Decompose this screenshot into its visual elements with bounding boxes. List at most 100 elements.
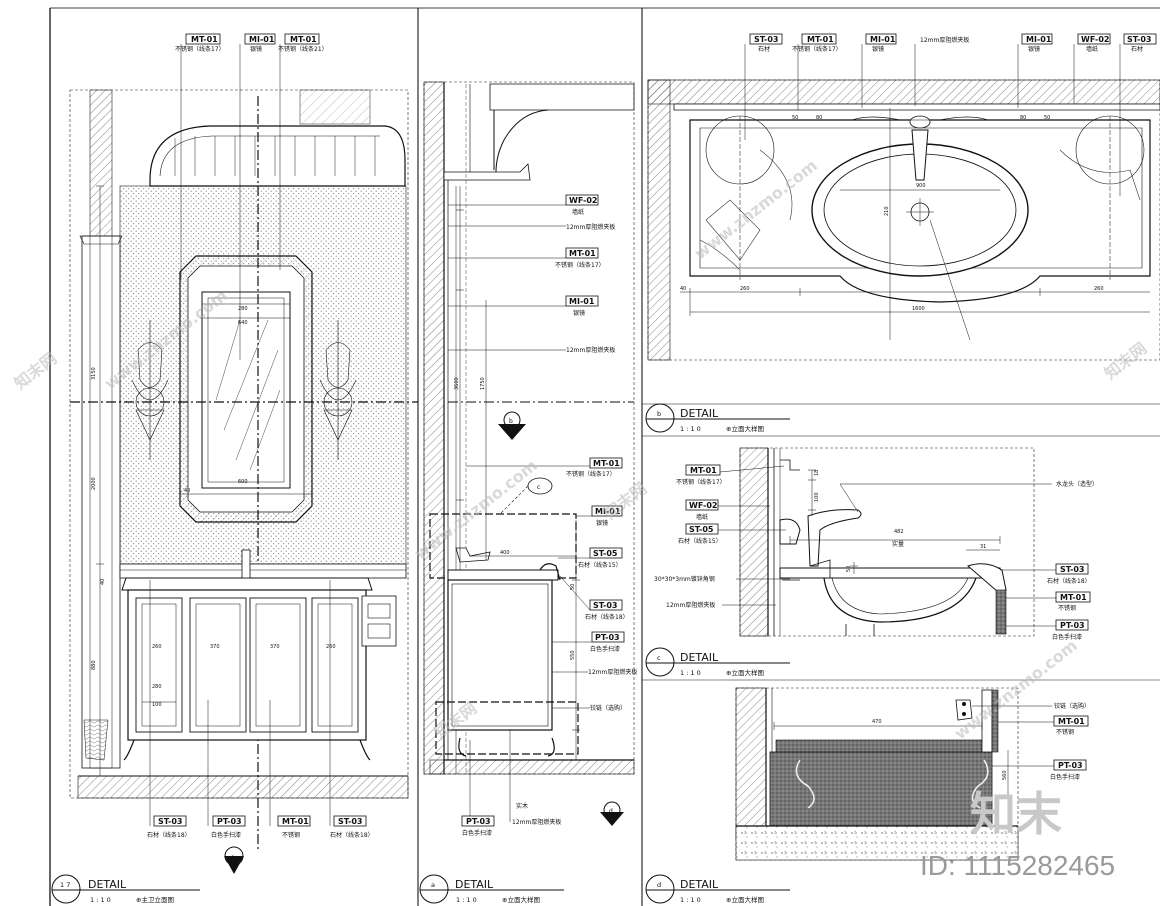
dim-260-a: 260 <box>152 644 162 650</box>
note-ss17: 不锈钢（线条17） <box>676 478 726 486</box>
callout-st03-b-right: ST-03 石材 <box>1119 33 1157 196</box>
title-scale: 1 : 1 0 <box>680 425 701 433</box>
note-ss: 不锈钢 <box>1056 728 1074 736</box>
note-paint-white: 白色手扫漆 <box>590 645 620 653</box>
note-silver-mirror: 银镜 <box>596 519 608 527</box>
title-word: DETAIL <box>680 407 719 420</box>
dim-400: 400 <box>500 550 510 556</box>
title-name: ⊕立面大样图 <box>502 895 540 904</box>
callout-wf02-b: WF-02 墙纸 <box>1073 33 1111 104</box>
dim-260-b: 260 <box>326 644 336 650</box>
callout-mt01-a: MT-01 不锈钢（线条17） <box>448 247 605 269</box>
section-marker-d: d <box>600 801 624 826</box>
section-marker-b: b <box>498 411 526 440</box>
dim-482: 482 <box>894 529 904 535</box>
title-section-a: a DETAIL 1 : 1 0 ⊕立面大样图 <box>419 874 564 904</box>
tag-mt01: MT-01 <box>290 35 317 44</box>
note-faucet: 水龙头（造型） <box>1056 480 1098 488</box>
callout-mi01-b2: MI-01 银镜 <box>1017 33 1053 108</box>
callout-mt01-c: MT-01 不锈钢（线条17） <box>676 464 785 486</box>
title-num: c <box>657 654 661 662</box>
callout-pt03-a: PT-03 白色手扫漆 12mm厚阻燃夹板 铰链（选购） <box>552 631 637 712</box>
note-hinge: 铰链（选购） <box>590 704 626 712</box>
marker-c-label: c <box>537 484 540 491</box>
note-stone18: 石材（线条18） <box>585 613 629 621</box>
note-stone15: 石材（线条15） <box>578 561 622 569</box>
note-paint-white: 白色手扫漆 <box>1050 773 1080 781</box>
dim-1600: 1600 <box>912 306 925 312</box>
note-stone: 石材 <box>1131 45 1143 53</box>
note-paint-white: 白色手扫漆 <box>1052 633 1082 641</box>
title-word: DETAIL <box>680 878 719 891</box>
title-section-b: b DETAIL 1 : 1 0 ⊕立面大样图 <box>642 403 1160 437</box>
callout-board-b: 12mm厚阻燃夹板 <box>914 36 969 106</box>
dim-40-side: 40 <box>100 579 106 585</box>
tag-wf02: WF-02 <box>569 196 598 205</box>
callout-pt03-a-bottom: PT-03 白色手扫漆 实木 12mm厚阻燃夹板 <box>461 730 561 837</box>
callout-pt03-c: PT-03 白色手扫漆 <box>1006 619 1089 641</box>
tag-pt03: PT-03 <box>217 817 242 826</box>
section-a-view: 3600 1750 400 550 50 WF-02 墙纸 12mm厚阻燃夹板 … <box>419 81 637 904</box>
note-board12: 12mm厚阻燃夹板 <box>566 346 615 354</box>
dim-210: 210 <box>884 206 890 216</box>
callout-mt01-bottom: MT-01 不锈钢 <box>269 700 311 839</box>
watermark-id: ID: 1115282465 <box>920 850 1115 881</box>
tag-mt01: MT-01 <box>593 459 620 468</box>
tag-mi01: MI-01 <box>249 35 275 44</box>
dim-280-leg: 280 <box>152 684 162 690</box>
callout-mt01-left: MT-01 不锈钢（线条17） <box>175 33 225 280</box>
title-num: a <box>431 881 435 889</box>
tag-st03: ST-03 <box>754 35 779 44</box>
dim-900: 900 <box>916 183 926 189</box>
note-stone: 石材 <box>758 45 770 53</box>
dim-280: 280 <box>238 306 248 312</box>
tag-mt01: MT-01 <box>1058 717 1085 726</box>
tag-st05: ST-05 <box>689 525 714 534</box>
callout-mi01-a2: MI-01 银镜 <box>576 505 623 527</box>
watermark-brand: 知末网 <box>1101 339 1151 384</box>
callout-mt01-right: MT-01 不锈钢（线条21） <box>278 33 328 270</box>
callout-st03-a: ST-03 石材（线条18） <box>559 575 629 621</box>
dim-600: 600 <box>238 479 248 485</box>
tag-mi01: MI-01 <box>569 297 595 306</box>
dim-100: 100 <box>152 702 162 708</box>
section-marker-a: a <box>224 846 244 874</box>
dim-260-b1: 260 <box>740 286 750 292</box>
watermark-brand: 知末网 <box>601 479 651 524</box>
tag-st05: ST-05 <box>593 549 618 558</box>
tag-mt01: MT-01 <box>282 817 309 826</box>
tag-st03: ST-03 <box>338 817 363 826</box>
dim-640: 640 <box>238 320 248 326</box>
dim-40-frame: 40 <box>184 488 190 494</box>
note-ss21: 不锈钢（线条21） <box>278 45 328 53</box>
section-b-view: 40 260 260 1600 900 210 50 80 80 50 ST-0… <box>642 33 1160 437</box>
note-silver-mirror: 银镜 <box>872 45 884 53</box>
callout-mt01-b: MT-01 不锈钢（线条17） <box>792 33 842 110</box>
callout-mt01-a2: MT-01 不锈钢（线条17） <box>466 457 623 478</box>
title-word: DETAIL <box>680 651 719 664</box>
tag-st03: ST-03 <box>158 817 183 826</box>
dim-100-c: 100 <box>814 492 820 502</box>
watermark-brand: 知末网 <box>11 349 61 394</box>
tag-pt03: PT-03 <box>1058 761 1083 770</box>
tag-mt01: MT-01 <box>807 35 834 44</box>
note-ss17: 不锈钢（线条17） <box>566 470 616 478</box>
title-section-c: c DETAIL 1 : 1 0 ⊕立面大样图 <box>642 647 1160 681</box>
note-board12: 12mm厚阻燃夹板 <box>666 601 715 609</box>
note-ss: 不锈钢 <box>282 831 300 839</box>
dim-1750: 1750 <box>480 377 486 390</box>
note-stone18: 石材（线条18） <box>330 831 374 839</box>
dim-370-a: 370 <box>210 644 220 650</box>
tag-pt03: PT-03 <box>466 817 491 826</box>
callout-mi01-b: MI-01 银镜 <box>861 33 897 108</box>
note-silver-mirror: 银镜 <box>573 309 585 317</box>
callout-hinge-d: 铰链（选购） <box>972 702 1090 710</box>
dim-260-b2: 260 <box>1094 286 1104 292</box>
callout-pt03-bottom: PT-03 白色手扫漆 <box>207 700 246 839</box>
title-scale: 1 : 1 0 <box>680 896 701 904</box>
callout-st03-b-left: ST-03 石材 <box>744 33 783 140</box>
dim-31: 31 <box>980 544 986 550</box>
dim-560: 560 <box>1002 770 1008 780</box>
watermark-site: www.znzmo.com <box>691 156 821 264</box>
tag-mt01: MT-01 <box>569 249 596 258</box>
